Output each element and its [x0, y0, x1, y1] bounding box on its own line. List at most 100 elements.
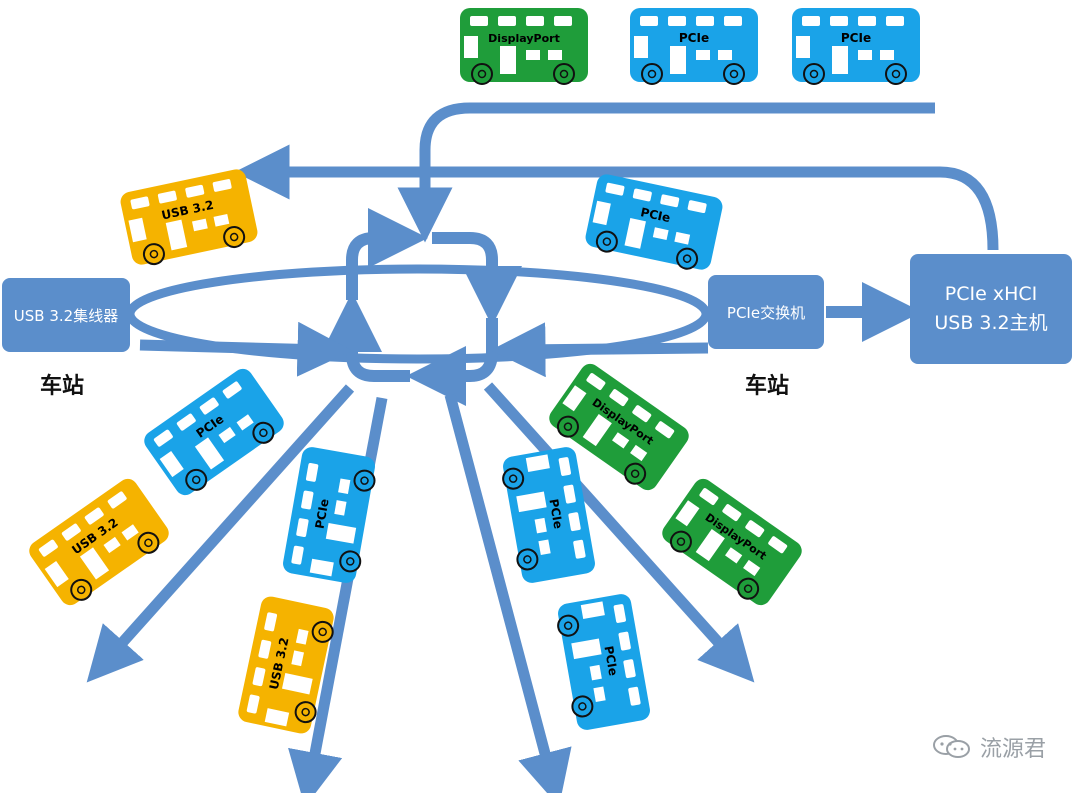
bus-window — [338, 478, 351, 494]
bus-body — [460, 8, 588, 82]
bus-window — [634, 36, 648, 58]
bus-window — [632, 405, 652, 423]
bus-hub — [891, 69, 901, 79]
bus-window — [334, 500, 347, 516]
bus-window — [252, 667, 266, 687]
bus-window — [525, 454, 550, 472]
bus-dp-right-2: DisplayPort — [662, 478, 802, 606]
bus-window — [674, 231, 691, 245]
bus-hub — [508, 474, 518, 483]
bus-window — [640, 16, 658, 26]
bus-window — [498, 16, 516, 26]
bus-wheel — [723, 63, 745, 85]
bus-door — [624, 217, 646, 249]
watermark: 流源君 — [932, 731, 1046, 763]
pcie-switch-box: PCIe交换机 — [708, 275, 824, 349]
bus-window — [222, 381, 242, 399]
bus-hub — [346, 557, 355, 566]
bus-door — [670, 46, 686, 74]
bus-wheel — [137, 531, 160, 554]
bus-displayport-top: DisplayPort — [460, 8, 588, 85]
bus-window — [153, 429, 173, 447]
bus-hub — [809, 69, 819, 79]
bus-pcie-top-1: PCIe — [630, 8, 758, 85]
bus-window — [745, 520, 765, 538]
bus-wheel — [311, 620, 334, 643]
bus-window — [258, 639, 272, 659]
bus-pcie-left-1: PCIe — [144, 368, 284, 496]
bus-window — [464, 36, 478, 58]
bus-window — [264, 708, 290, 727]
bus-window — [103, 536, 121, 554]
bus-hub — [630, 469, 640, 478]
bus-window — [212, 179, 232, 192]
bus-body — [585, 174, 723, 270]
bus-wheel — [595, 230, 618, 253]
roundabout-seg-top-right — [432, 232, 522, 326]
bus-window — [696, 16, 714, 26]
bus-door — [325, 523, 357, 544]
bus-hub — [523, 555, 532, 564]
roundabout-seg-top-left — [346, 208, 428, 300]
bus-window — [213, 213, 230, 227]
bus-pcie-left-2: PCIe — [283, 447, 376, 583]
bus-label: PCIe — [601, 645, 620, 677]
bus-wheel — [571, 695, 594, 718]
bus-window — [538, 539, 551, 556]
outbound-3 — [444, 393, 572, 793]
bus-hub — [729, 69, 739, 79]
bus-wheel — [556, 415, 579, 438]
bus-door — [165, 219, 188, 251]
bus-window — [44, 561, 69, 588]
bus-window — [618, 631, 631, 651]
bus-window — [605, 182, 625, 196]
bus-hub — [563, 621, 573, 630]
bus-wheel — [641, 63, 663, 85]
roundabout-seg-bottom-left — [322, 292, 410, 382]
bus-window — [568, 512, 581, 532]
bus-hub — [149, 249, 159, 259]
bus-window — [632, 188, 652, 202]
bus-window — [858, 50, 872, 60]
approach-left — [139, 321, 353, 377]
bus-door — [832, 46, 848, 74]
bus-window — [199, 397, 219, 415]
bus-hub — [676, 537, 686, 546]
bus-body — [238, 596, 334, 734]
bus-window — [802, 16, 820, 26]
route-arrows — [125, 102, 999, 364]
bus-window — [296, 518, 309, 537]
outbound-4 — [483, 382, 755, 683]
bus-window — [562, 385, 587, 412]
bus-window — [743, 559, 761, 577]
bus-hub — [318, 627, 327, 637]
bus-window — [589, 664, 602, 681]
bus-window — [128, 217, 147, 243]
bus-window — [470, 16, 488, 26]
bus-body — [792, 8, 920, 82]
bus-label: PCIe — [679, 31, 709, 45]
bus-window — [699, 488, 719, 506]
bus-hub — [229, 232, 239, 242]
bus-wheel — [553, 63, 575, 85]
bus-wheel — [502, 467, 525, 490]
bus-window — [768, 536, 788, 554]
bus-window — [295, 628, 309, 645]
bus-window — [830, 16, 848, 26]
bus-label: PCIe — [313, 498, 332, 530]
bus-window — [218, 426, 236, 444]
bus-window — [668, 16, 686, 26]
bus-window — [236, 414, 254, 431]
bus-window — [84, 507, 104, 525]
bus-wheel — [624, 462, 647, 485]
bus-wheel — [516, 548, 539, 571]
bus-window — [305, 463, 319, 482]
bus-window — [628, 686, 641, 706]
bus-window — [725, 547, 743, 564]
bus-wheel — [252, 421, 275, 444]
bus-window — [526, 50, 540, 60]
host-label-line2: USB 3.2主机 — [934, 312, 1048, 334]
bus-window — [526, 16, 544, 26]
top-incoming-route — [397, 102, 935, 243]
bus-wheel — [185, 468, 208, 491]
